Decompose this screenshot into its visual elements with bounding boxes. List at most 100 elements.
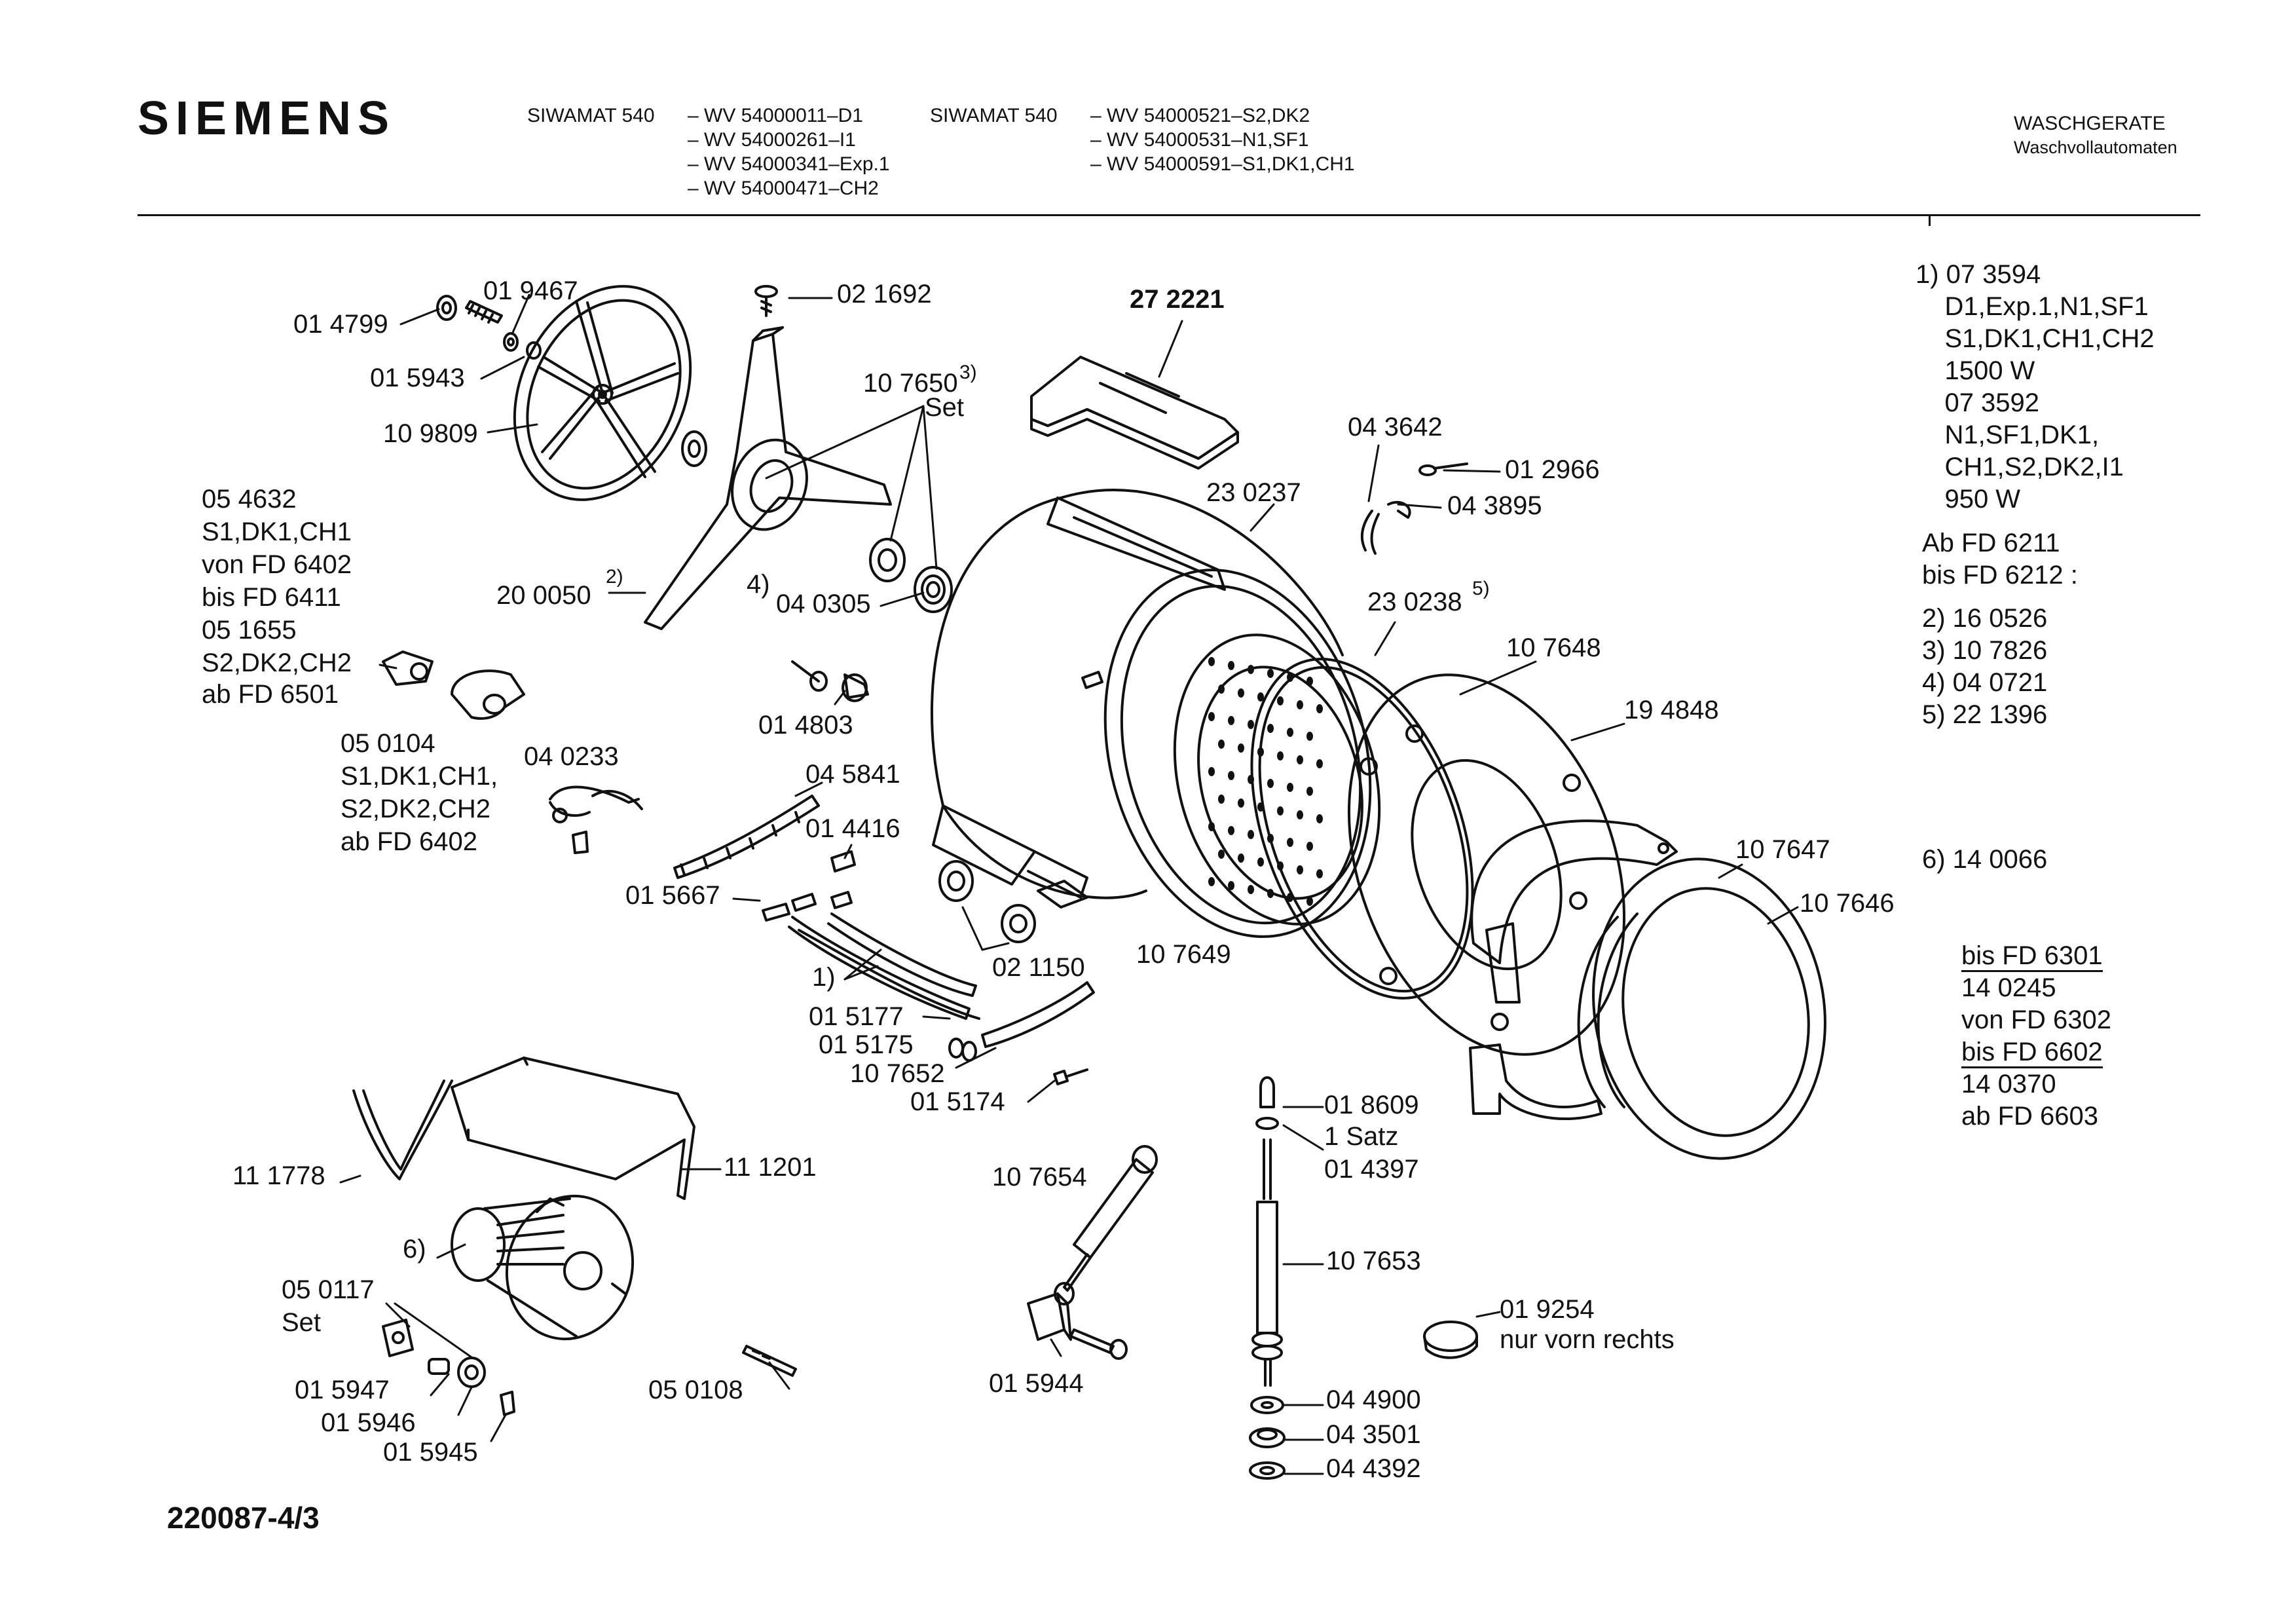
drum-perforation [1248,885,1254,894]
part-label: 01 5945 [383,1438,478,1467]
drum-perforation [1208,877,1215,886]
drum-perforation [1277,806,1284,816]
model-left-title: SIWAMAT 540 [527,105,655,126]
part-label: 10 7649 [1136,940,1231,969]
drum-perforation [1287,728,1293,737]
note-line: bis FD 6602 [1961,1036,2111,1068]
part-label: 01 4416 [805,814,900,843]
drum-perforation [1238,798,1244,808]
damper-mount [1027,1292,1128,1360]
part-label: 5) [1472,578,1490,599]
part-label: 01 4803 [758,711,853,740]
drum-perforation [1267,779,1274,788]
model-variant: – WV 54000261–I1 [688,129,856,151]
part-label: 01 5175 [819,1030,914,1059]
part-label: 01 5944 [989,1369,1084,1398]
header-rule [138,214,2200,216]
drum-perforation [1316,759,1323,768]
drum-perforation [1316,704,1323,713]
drum-perforation [1287,783,1293,792]
drum-perforation [1316,869,1323,878]
motor [451,1194,635,1341]
note-line: von FD 6302 [1961,1005,2112,1034]
part-label: 01 5177 [809,1002,904,1031]
drum-perforation [1208,712,1215,721]
part-label: 10 9809 [383,419,478,448]
part-label: Set [925,393,964,422]
note-motor-head: 6) 14 0066 [1922,845,2048,874]
drum-perforation [1228,771,1234,780]
note-line: bis FD 6212 : [1922,561,2078,590]
drum-perforation [1306,732,1313,741]
drum-perforation [1228,716,1234,725]
part-label: 01 5946 [321,1408,416,1437]
drum-perforation [1238,688,1244,698]
part-label: ab FD 6402 [341,827,477,856]
part-label: von FD 6402 [202,550,352,579]
drum-perforation [1208,767,1215,776]
sensor-parts [382,650,869,720]
part-label: 02 1692 [837,280,932,309]
drum-perforation [1218,740,1225,749]
part-label: 01 5667 [625,881,720,910]
note-line: 14 0370 [1961,1070,2056,1098]
part-label: 01 2966 [1505,455,1600,484]
drum-perforation [1277,751,1284,760]
drum-perforation [1218,685,1225,694]
drum-perforation [1228,826,1234,835]
note-line: N1,SF1,DK1, [1916,421,2100,449]
note-line: 07 3592 [1916,388,2040,417]
category-label: WASCHGERATE [2014,113,2166,134]
part-label: 23 0238 [1367,588,1462,616]
document-number: 220087-4/3 [167,1501,320,1535]
part-label: 01 9254 [1500,1295,1595,1324]
part-label: S1,DK1,CH1 [202,517,352,546]
part-label: 10 7654 [992,1163,1087,1192]
part-label: 04 4392 [1326,1454,1421,1483]
part-label: 04 4900 [1326,1385,1421,1414]
drum-perforation [1297,865,1303,874]
drum-perforation [1267,889,1274,898]
damper [1054,1145,1158,1305]
model-right-variants: – WV 54000521–S2,DK2– WV 54000531–N1,SF1… [1090,103,1355,176]
part-label: 01 5947 [295,1376,390,1404]
part-label: 05 0108 [648,1376,743,1404]
note-line: 14 0245 [1961,973,2056,1002]
part-label: 10 7653 [1326,1247,1421,1275]
part-label: S1,DK1,CH1, [341,762,498,791]
part-label: 05 1655 [202,616,297,645]
brand-logo: SIEMENS [138,92,396,145]
part-label: S2,DK2,CH2 [202,648,352,677]
part-label: 10 7647 [1735,835,1830,864]
pulley-wheel [513,285,692,501]
note-line: 2) 16 0526 [1922,604,2048,633]
drum-perforation [1267,724,1274,733]
part-label: 05 4632 [202,485,297,514]
note-line: ab FD 6603 [1961,1102,2099,1131]
note-line: S1,DK1,CH1,CH2 [1916,324,2155,353]
part-label: 05 0117 [282,1275,375,1304]
part-label: Set [282,1308,321,1337]
model-variant: – WV 54000521–S2,DK2 [1090,105,1310,126]
drum-perforation [1208,657,1215,666]
part-label: 27 2221 [1130,285,1225,314]
drum-bolt [754,285,778,317]
drum-perforation [1297,700,1303,709]
part-label: 04 3642 [1348,413,1443,441]
heater-element [788,912,980,1062]
part-label: 04 0305 [776,590,871,618]
part-label: 04 3895 [1447,491,1542,520]
drum-perforation [1208,822,1215,831]
drum-perforation [1218,795,1225,804]
drum-perforation [1228,881,1234,890]
note-line: 3) 10 7826 [1922,636,2048,665]
pulley-bolt-set [436,295,542,360]
part-label: 11 1201 [724,1153,817,1182]
drum-perforation [1277,696,1284,705]
clamp-lower [1469,1043,1602,1121]
part-label: 23 0237 [1206,478,1301,507]
part-label: 3) [959,362,977,383]
part-label: 01 9467 [483,276,578,305]
